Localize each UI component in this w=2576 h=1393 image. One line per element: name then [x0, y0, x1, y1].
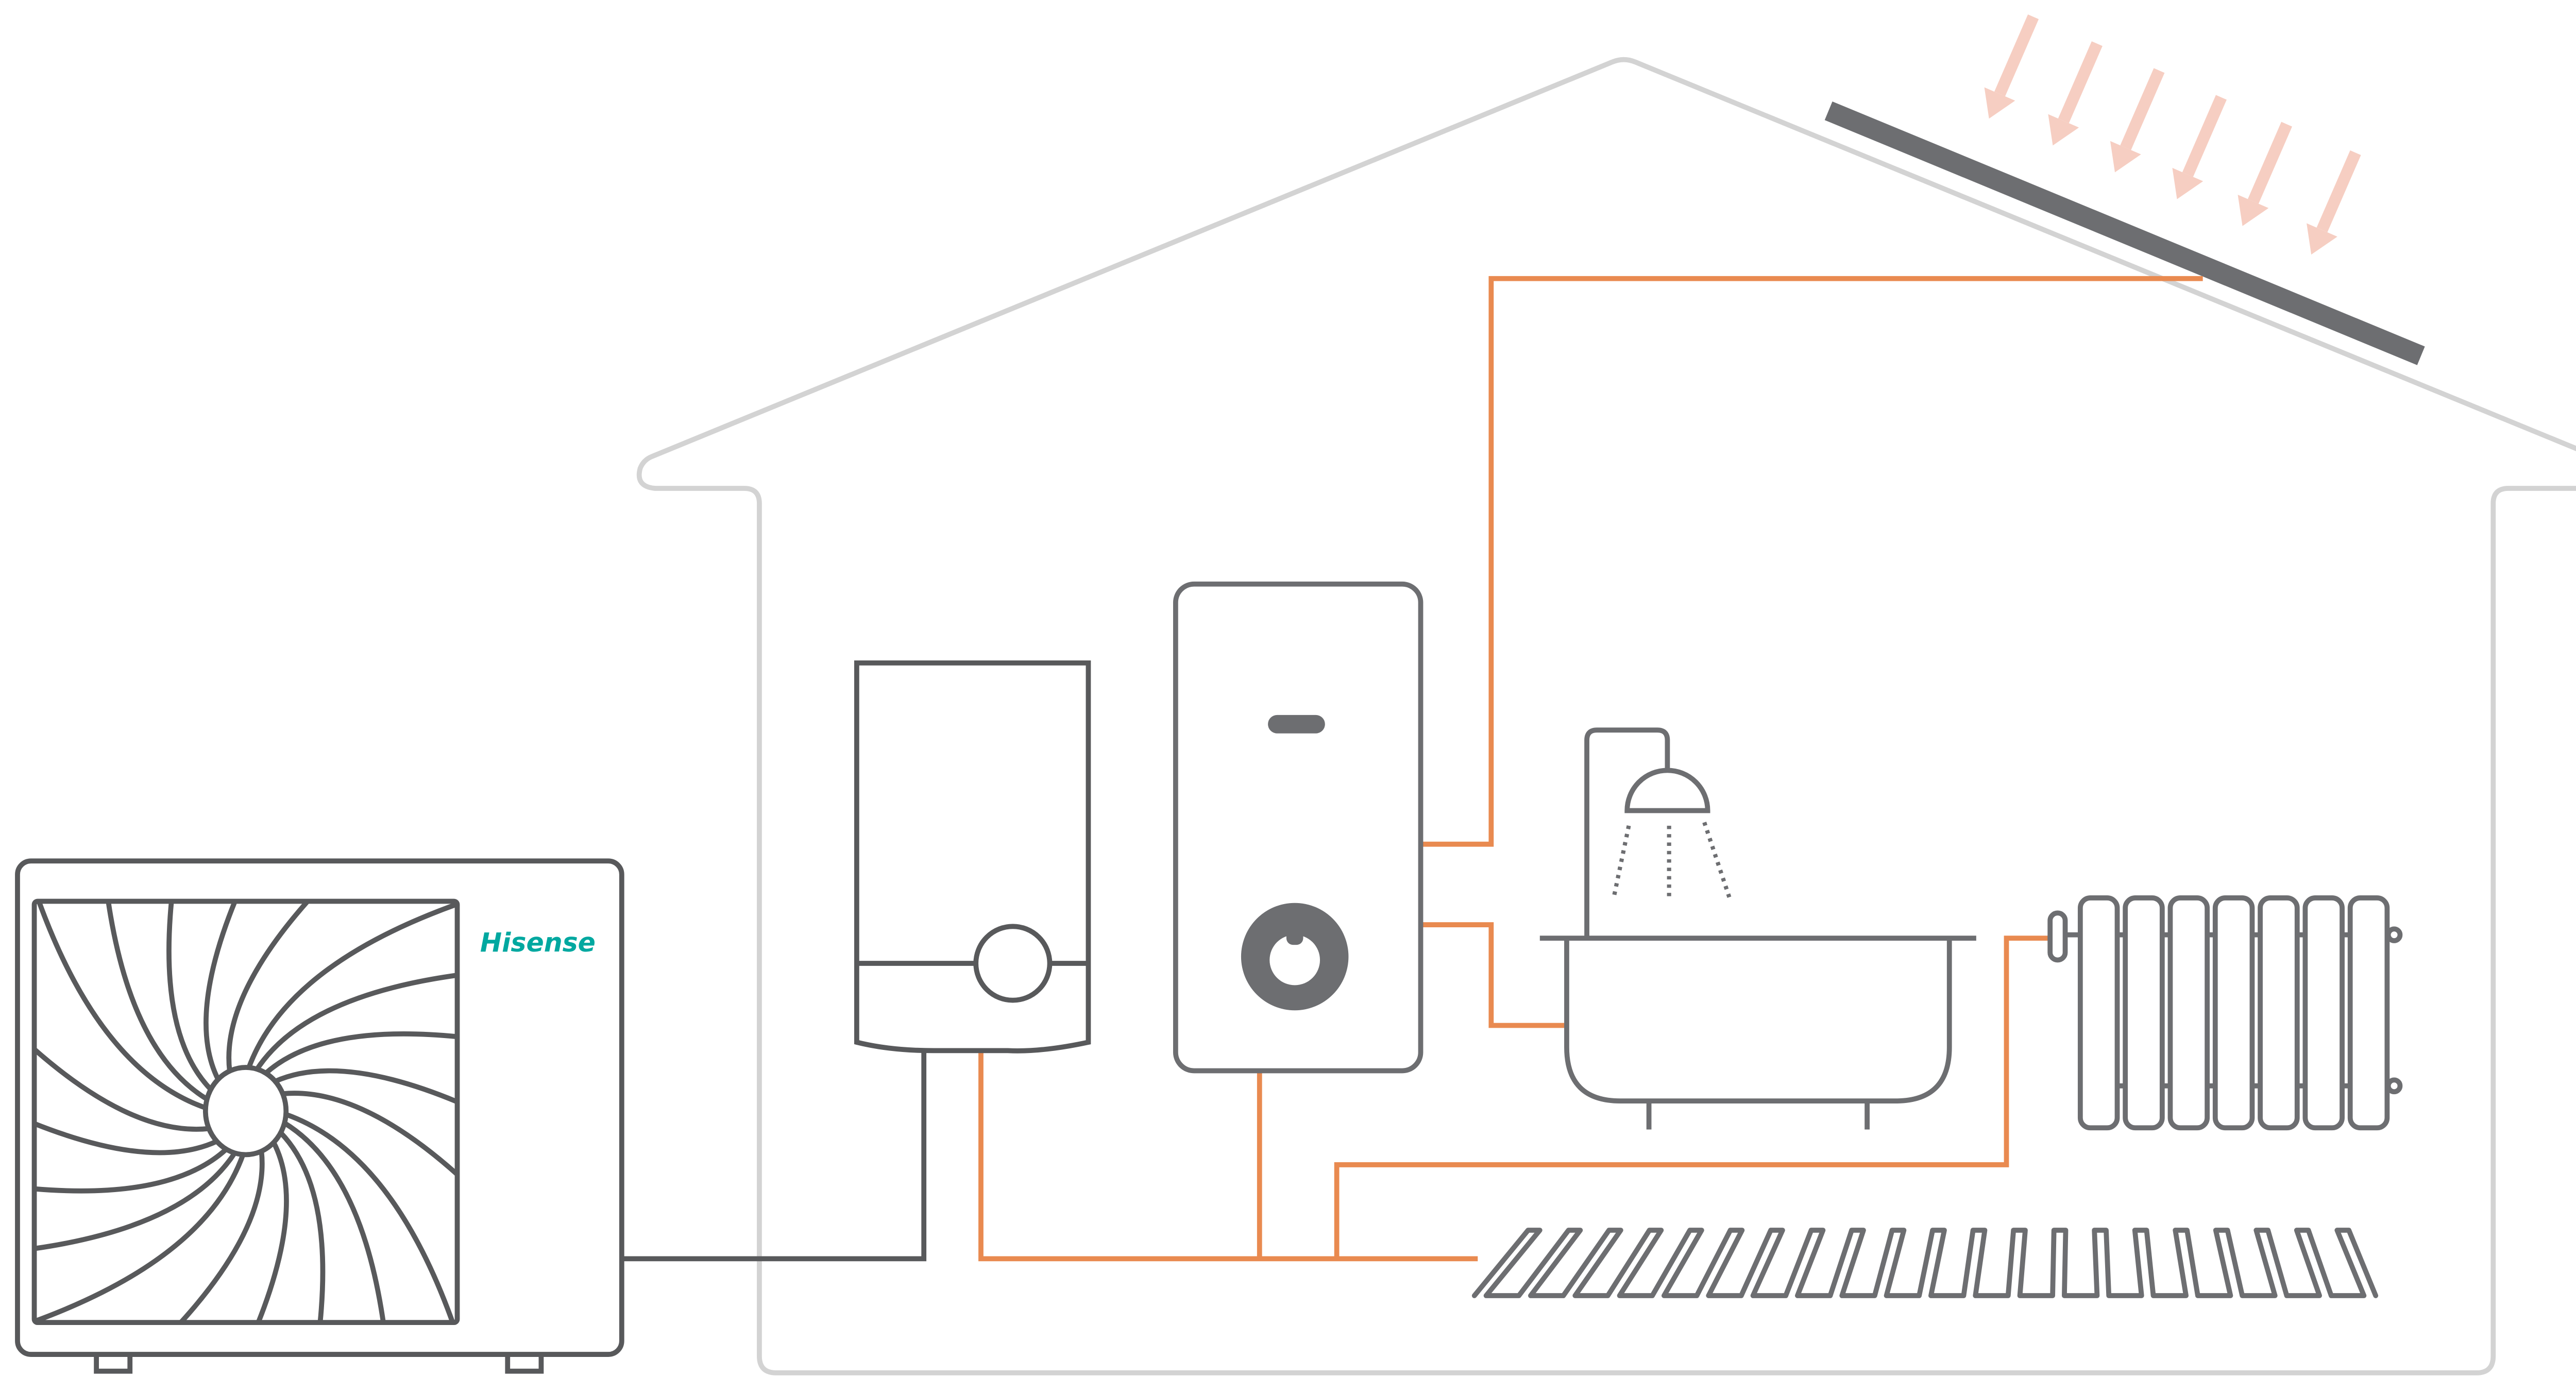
sun-ray-arrow — [2238, 122, 2293, 226]
radiator-column — [2167, 895, 2210, 1131]
underfloor-heating-coil — [1471, 1228, 2379, 1298]
fan-blade — [274, 1068, 457, 1105]
radiator-column — [2123, 895, 2165, 1131]
indoor-unit-gauge — [973, 924, 1053, 1003]
sun-ray-arrow — [2172, 95, 2227, 199]
fan-blade — [177, 1151, 265, 1323]
refrigerant-pipe — [621, 1050, 927, 1262]
shower-head — [1624, 768, 1710, 813]
fan-blade — [226, 901, 311, 1072]
tank-display — [1268, 715, 1325, 734]
radiator-valve — [2047, 910, 2068, 963]
sun-ray-arrow — [1984, 14, 2039, 119]
fan-blade — [264, 1031, 457, 1075]
fan-blade — [34, 1151, 237, 1251]
bath-supply-pipe — [1420, 922, 1565, 1028]
shower-water — [1612, 822, 1732, 902]
fan-blade — [34, 1046, 209, 1132]
radiator-column — [2347, 895, 2390, 1131]
hot-water-tank — [1173, 581, 1423, 1074]
radiator-pipe — [1334, 936, 2050, 1259]
fan-blade — [255, 973, 457, 1071]
fan-blade — [34, 1147, 228, 1194]
brand-logo: Hisense — [480, 927, 596, 958]
radiator-column — [2077, 895, 2120, 1131]
boiler-floor-pipe — [978, 1050, 1478, 1262]
fan-blade — [246, 901, 457, 1068]
fan-blade — [255, 1141, 289, 1323]
fan-blade — [204, 901, 238, 1081]
fan-blade — [166, 901, 213, 1092]
sun-ray-arrow — [2110, 68, 2165, 173]
fan-blade — [106, 901, 209, 1101]
radiator-column — [2302, 895, 2345, 1131]
indoor-unit — [854, 660, 1091, 1054]
fan-blades — [34, 901, 457, 1323]
house-outline — [636, 57, 2576, 1375]
fan-blade — [285, 1112, 455, 1323]
solar-panel — [1824, 101, 2425, 365]
fan-blade — [279, 1131, 326, 1323]
solar-pipe — [1420, 276, 2203, 847]
radiator-column — [2212, 895, 2255, 1131]
fan-blade — [34, 1153, 246, 1323]
radiator — [2047, 895, 2403, 1131]
fan-blade — [282, 1091, 457, 1178]
sun-ray-arrow — [2307, 150, 2361, 255]
sun-rays — [1984, 14, 2361, 255]
fan-hub — [202, 1065, 289, 1158]
fan-blade — [34, 1120, 218, 1156]
sun-ray-arrow — [2048, 41, 2103, 146]
fan-blade — [283, 1120, 386, 1323]
fan-blade — [36, 901, 207, 1111]
bathtub-shower — [1539, 727, 1976, 1130]
hot-water-pipes — [978, 276, 2203, 1262]
radiator-column — [2258, 895, 2300, 1131]
outdoor-heat-pump-unit: Hisense — [15, 858, 624, 1374]
